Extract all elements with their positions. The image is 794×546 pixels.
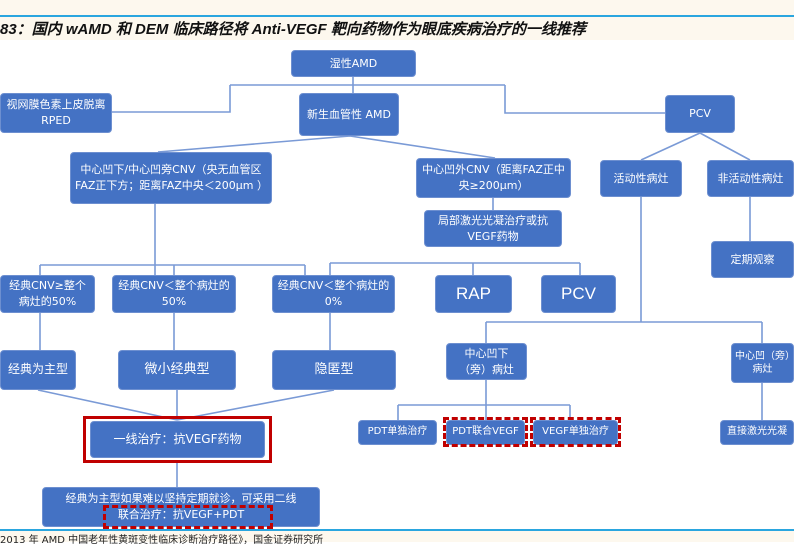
footer-band: 2013 年 AMD 中国老年性黄斑变性临床诊断治疗路径》，国金证券研究所	[0, 529, 794, 546]
node-extrafoveal-cnv: 中心凹外CNV（距离FAZ正中央≥200μm）	[416, 158, 571, 198]
node-subfoveal-lesion: 中心凹下（旁）病灶	[446, 343, 527, 380]
node-first-line: 一线治疗：抗VEGF药物	[90, 421, 265, 458]
node-classic-0: 经典CNV＜整个病灶的0%	[272, 275, 395, 313]
node-pcv-top: PCV	[665, 95, 735, 133]
highlight-vegf-alone	[530, 417, 621, 447]
header-rule	[0, 15, 794, 17]
node-classic-ge50: 经典CNV≥整个病灶的50%	[0, 275, 95, 313]
node-active-lesion: 活动性病灶	[600, 160, 682, 197]
highlight-first-line	[83, 416, 272, 463]
highlight-pdt-vegf	[443, 417, 528, 447]
node-inactive-lesion: 非活动性病灶	[707, 160, 794, 197]
node-pdt-alone: PDT单独治疗	[358, 420, 437, 445]
node-pdt-vegf: PDT联合VEGF	[446, 420, 525, 445]
node-neovascular-amd: 新生血管性 AMD	[299, 93, 399, 136]
node-subfoveal-cnv: 中心凹下/中心凹旁CNV（央无血管区FAZ正下方；距离FAZ中央＜200μm ）	[70, 152, 272, 204]
figure-title: 83：国内 wAMD 和 DEM 临床路径将 Anti-VEGF 靶向药物作为眼…	[0, 21, 586, 38]
node-observe: 定期观察	[711, 241, 794, 278]
node-pcv-mid: PCV	[541, 275, 616, 313]
node-juxtafoveal-lesion: 中心凹（旁）病灶	[731, 343, 794, 383]
node-wet-amd: 湿性AMD	[291, 50, 416, 77]
node-classic-lt50: 经典CNV＜整个病灶的50%	[112, 275, 236, 313]
node-occult: 隐匿型	[272, 350, 396, 390]
highlight-second-line	[103, 505, 273, 529]
node-predominantly-classic: 经典为主型	[0, 350, 76, 390]
node-rped: 视网膜色素上皮脱离 RPED	[0, 93, 112, 133]
node-direct-laser: 直接激光光凝	[720, 420, 794, 445]
node-minimally-classic: 微小经典型	[118, 350, 236, 390]
node-rap: RAP	[435, 275, 512, 313]
source-note: 2013 年 AMD 中国老年性黄斑变性临床诊断治疗路径》，国金证券研究所	[0, 535, 324, 546]
node-laser-or-vegf: 局部激光光凝治疗或抗VEGF药物	[424, 210, 562, 247]
